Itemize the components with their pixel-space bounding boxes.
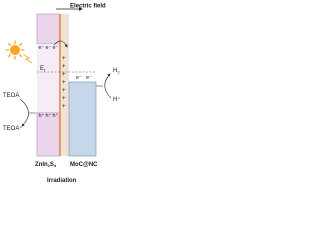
band-diagram: Electric field e⁻ e⁻ e⁻ + + + + + + + Ef…: [3, 4, 121, 185]
diagram: Electric field e⁻ e⁻ e⁻ + + + + + + + Ef…: [0, 0, 129, 189]
interface-plus: +: [62, 80, 66, 86]
interface-plus: +: [62, 72, 66, 78]
znin2s4-band: [36, 13, 61, 157]
teoa-oxidation-arrow: [19, 98, 29, 127]
moc-nc-label: MoC@NC: [70, 162, 98, 168]
interface-plus-charges: + + + + + + +: [62, 56, 66, 110]
interface-plus: +: [62, 88, 66, 94]
interface-plus: +: [62, 56, 66, 62]
teoa-label: TEOA: [3, 93, 19, 99]
vb-hole: h⁺: [53, 112, 59, 119]
h2-reduction-arrow: [104, 73, 112, 99]
teoa-plus-label: TEOA⁺: [3, 125, 23, 132]
electric-field-label: Electric field: [70, 4, 106, 10]
sun-icon: [5, 40, 33, 64]
moc-electron: e⁻: [76, 75, 82, 81]
irradiation-label: Irradiation: [47, 178, 77, 184]
h2-label: H2: [113, 68, 120, 75]
vb-hole: h⁺: [39, 112, 45, 119]
interface-plus: +: [62, 96, 66, 102]
interface-plus: +: [62, 64, 66, 70]
cb-electron: e⁻: [39, 45, 45, 51]
moc-nc-block: [61, 14, 97, 157]
interface-plus: +: [62, 104, 66, 110]
cb-electron: e⁻: [46, 45, 52, 51]
cb-electron: e⁻: [53, 45, 59, 51]
moc-electron: e⁻: [86, 75, 92, 81]
fermi-level-label: Ef: [40, 66, 46, 73]
vb-hole: h⁺: [46, 112, 52, 119]
znin2s4-label: ZnIn2S4: [35, 162, 57, 168]
electron-flow-arrow: [53, 40, 68, 48]
h-plus-label: H⁺: [113, 96, 121, 103]
